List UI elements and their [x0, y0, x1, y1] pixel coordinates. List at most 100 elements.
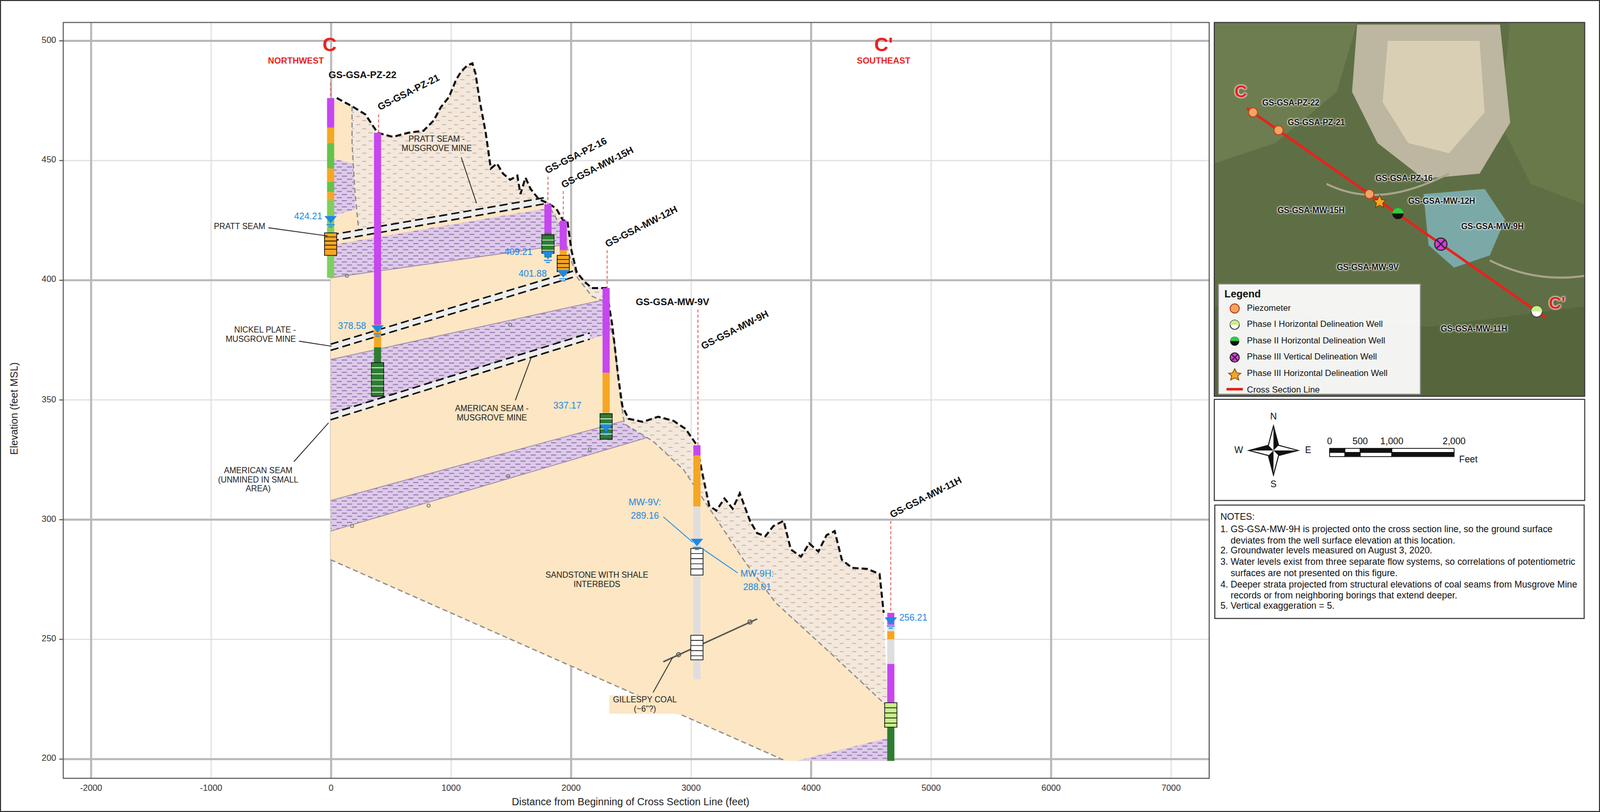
legend-symbol	[1229, 320, 1240, 330]
well-screen	[371, 362, 384, 396]
well-leader	[890, 520, 892, 613]
well-leader	[606, 250, 608, 288]
well-screen	[541, 234, 555, 254]
scale-label: 1,000	[1380, 435, 1404, 447]
scale-panel	[1214, 399, 1586, 501]
contact-symbol	[427, 504, 431, 508]
legend-box	[1218, 283, 1421, 394]
well-name: GS-GSA-PZ-22	[328, 69, 397, 82]
well-column	[693, 455, 701, 507]
ground-surface	[336, 63, 884, 613]
gillespy-coal	[676, 652, 681, 657]
unit-label: NICKEL PLATE - MUSGROVE MINE	[209, 325, 297, 345]
tick-marks	[58, 519, 64, 521]
water-level-value: 409.21	[504, 247, 533, 258]
water-level-marker	[691, 539, 703, 546]
contact-symbol	[506, 474, 510, 478]
scale-label: 500	[1352, 435, 1368, 447]
grid-major	[63, 22, 1210, 778]
well-column	[327, 181, 335, 193]
well-column	[602, 372, 611, 413]
plot-frame	[63, 22, 1210, 778]
water-level-value: 401.88	[518, 268, 547, 279]
map-label: GS-GSA-PZ-16	[1375, 174, 1434, 184]
direction-label: SOUTHEAST	[857, 56, 911, 67]
tick-marks	[58, 638, 64, 640]
grid	[63, 159, 1210, 161]
scale-bar	[1345, 448, 1361, 453]
map-label: GS-GSA-MW-15H	[1277, 205, 1345, 216]
contact-symbol	[588, 447, 592, 451]
section-end-label: C	[322, 33, 337, 56]
scale-label: 2,000	[1442, 435, 1466, 447]
water-level-value: MW-9V:	[628, 496, 662, 508]
legend-symbol	[1229, 320, 1240, 325]
well-column	[887, 663, 895, 705]
tick-label: 0	[328, 783, 334, 794]
plot-frame	[63, 22, 1210, 778]
legend-symbol	[1228, 368, 1242, 380]
grid-major	[89, 22, 93, 778]
aerial-map	[1351, 24, 1511, 179]
scale-label: E	[1305, 445, 1312, 456]
gillespy-coal	[663, 618, 758, 662]
water-level-value: 289.16	[630, 510, 659, 521]
leader-line	[652, 657, 673, 693]
grid-major	[63, 279, 1210, 282]
unit-label: AMERICAN SEAM - MUSGROVE MINE	[443, 404, 541, 423]
note-item: 3. Water levels exist from three separat…	[1220, 556, 1578, 579]
notes-panel: NOTES:1. GS-GSA-MW-9H is projected onto …	[1214, 504, 1586, 620]
well-screen	[690, 553, 704, 569]
well-screen	[371, 367, 384, 392]
scale-bar	[1329, 452, 1346, 457]
well-leader	[562, 190, 565, 221]
coal-seam	[330, 196, 548, 241]
legend-box	[1218, 283, 1421, 394]
well-screen	[600, 418, 613, 435]
tick-marks	[58, 40, 64, 42]
map-label: GS-GSA-PZ-21	[1287, 117, 1346, 128]
coal-seam	[330, 196, 590, 420]
tick-label: 250	[41, 634, 57, 645]
note-item: 4. Deeper strata projected from structur…	[1220, 578, 1578, 601]
well-screen	[557, 255, 570, 272]
well-screen	[690, 640, 704, 656]
contact-symbol	[345, 273, 592, 528]
scale-bar	[1391, 448, 1454, 453]
scale-label: 0	[1327, 435, 1333, 447]
tick-label: 3000	[681, 783, 701, 794]
leader-line	[461, 157, 477, 204]
well-column	[327, 98, 335, 128]
tick-label: 2000	[561, 783, 581, 794]
scale-bar	[1345, 452, 1361, 457]
aerial-map	[1326, 173, 1585, 278]
north-arrow	[1273, 425, 1279, 451]
note-item: 1. GS-GSA-MW-9H is projected onto the cr…	[1220, 523, 1578, 546]
scale-bar	[1329, 448, 1455, 457]
well-screen	[324, 236, 338, 250]
unit-label: PRATT SEAM - MUSGROVE MINE	[395, 134, 478, 154]
scale-label: W	[1234, 445, 1244, 456]
legend-symbol	[1229, 336, 1240, 346]
grid	[63, 399, 1210, 401]
aerial-map	[1214, 22, 1586, 396]
coal-seam	[330, 270, 575, 344]
map-label: GS-GSA-MW-9H	[1461, 221, 1525, 232]
grid	[63, 22, 1210, 778]
strata-boundary	[330, 395, 715, 500]
map-section-end: C	[1234, 81, 1247, 102]
map-section-end: C'	[1548, 293, 1566, 314]
tick-label: 500	[41, 35, 57, 46]
north-arrow	[1248, 445, 1274, 451]
tick-label: 350	[41, 394, 57, 405]
contact-symbol	[345, 273, 349, 278]
legend-label: Phase III Vertical Delineation Well	[1246, 352, 1378, 363]
direction-label: NORTHWEST	[267, 56, 324, 67]
legend-title: Legend	[1224, 287, 1261, 300]
legend-symbol	[1229, 303, 1240, 314]
well-leader	[547, 176, 549, 205]
map-well-symbol	[1531, 305, 1543, 312]
